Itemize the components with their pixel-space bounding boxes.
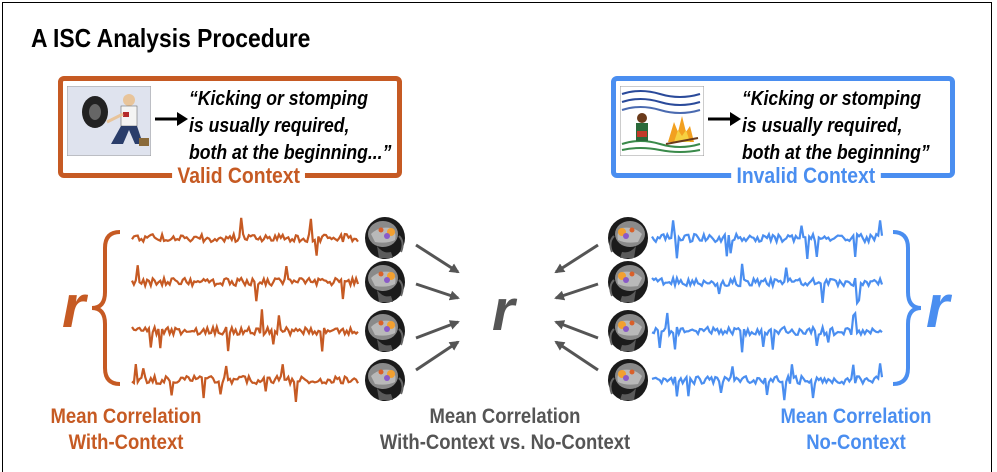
timeseries-line bbox=[651, 220, 884, 260]
timeseries-line bbox=[131, 363, 359, 403]
quote-line: is usually required, bbox=[189, 115, 350, 137]
arrow-icon bbox=[415, 282, 460, 301]
campfire-illustration bbox=[620, 86, 704, 156]
arrow-icon bbox=[415, 340, 460, 372]
quote-line: both at the beginning” bbox=[742, 142, 930, 164]
label-with-context: Mean Correlation With-Context bbox=[38, 404, 214, 456]
r-right: r bbox=[926, 273, 953, 340]
quote-line: “Kicking or stomping bbox=[189, 88, 368, 110]
left-brace bbox=[91, 230, 121, 386]
valid-context-label: Valid Context bbox=[172, 163, 306, 189]
arrow-right-icon bbox=[708, 112, 741, 126]
arrow-right-icon bbox=[155, 112, 188, 126]
label-line: Mean Correlation bbox=[50, 405, 202, 428]
arrow-icon bbox=[554, 320, 599, 340]
brain-mri-icon bbox=[365, 261, 405, 303]
arrow-icon bbox=[554, 340, 599, 372]
label-no-context: Mean Correlation No-Context bbox=[768, 404, 944, 456]
valid-quote: “Kicking or stomping is usually required… bbox=[189, 86, 391, 167]
label-line: With-Context bbox=[68, 431, 184, 454]
invalid-quote: “Kicking or stomping is usually required… bbox=[742, 86, 930, 167]
arrows-left bbox=[415, 243, 460, 372]
timeseries-line bbox=[651, 263, 884, 307]
man-with-tire-illustration bbox=[67, 86, 151, 156]
brain-mri-icon bbox=[365, 359, 405, 401]
valid-context-box: “Kicking or stomping is usually required… bbox=[58, 76, 402, 189]
label-line: No-Context bbox=[806, 431, 906, 454]
quote-line: “Kicking or stomping bbox=[742, 88, 921, 110]
valid-timeseries-group bbox=[131, 217, 360, 403]
r-center: r bbox=[492, 278, 518, 343]
timeseries-line bbox=[131, 265, 360, 302]
label-line: Mean Correlation bbox=[780, 405, 932, 428]
timeseries-line bbox=[131, 309, 359, 352]
label-comparison: Mean Correlation With-Context vs. No-Con… bbox=[373, 404, 637, 456]
arrow-icon bbox=[554, 282, 599, 301]
timeseries-line bbox=[651, 310, 883, 353]
brain-mri-icon bbox=[608, 310, 648, 352]
invalid-context-label: Invalid Context bbox=[731, 163, 881, 189]
arrow-icon bbox=[554, 243, 599, 274]
timeseries-line bbox=[651, 363, 884, 401]
arrow-icon bbox=[415, 243, 460, 274]
right-brace bbox=[892, 230, 922, 386]
label-line: With-Context vs. No-Context bbox=[379, 431, 631, 454]
brain-mri-icon bbox=[365, 217, 405, 259]
brain-mri-icon bbox=[608, 261, 648, 303]
quote-line: both at the beginning...” bbox=[189, 142, 392, 164]
arrow-icon bbox=[415, 320, 460, 340]
brain-mri-icon bbox=[608, 359, 648, 401]
brain-mri-icon bbox=[365, 310, 405, 352]
label-line: Mean Correlation bbox=[429, 405, 581, 428]
panel-title: A ISC Analysis Procedure bbox=[31, 23, 311, 53]
r-left: r bbox=[62, 273, 89, 340]
invalid-context-box: “Kicking or stomping is usually required… bbox=[611, 76, 955, 189]
invalid-timeseries-group bbox=[651, 220, 884, 401]
arrows-right bbox=[554, 243, 599, 372]
timeseries-line bbox=[131, 217, 359, 256]
brain-mri-icon bbox=[608, 217, 648, 259]
quote-line: is usually required, bbox=[742, 115, 903, 137]
